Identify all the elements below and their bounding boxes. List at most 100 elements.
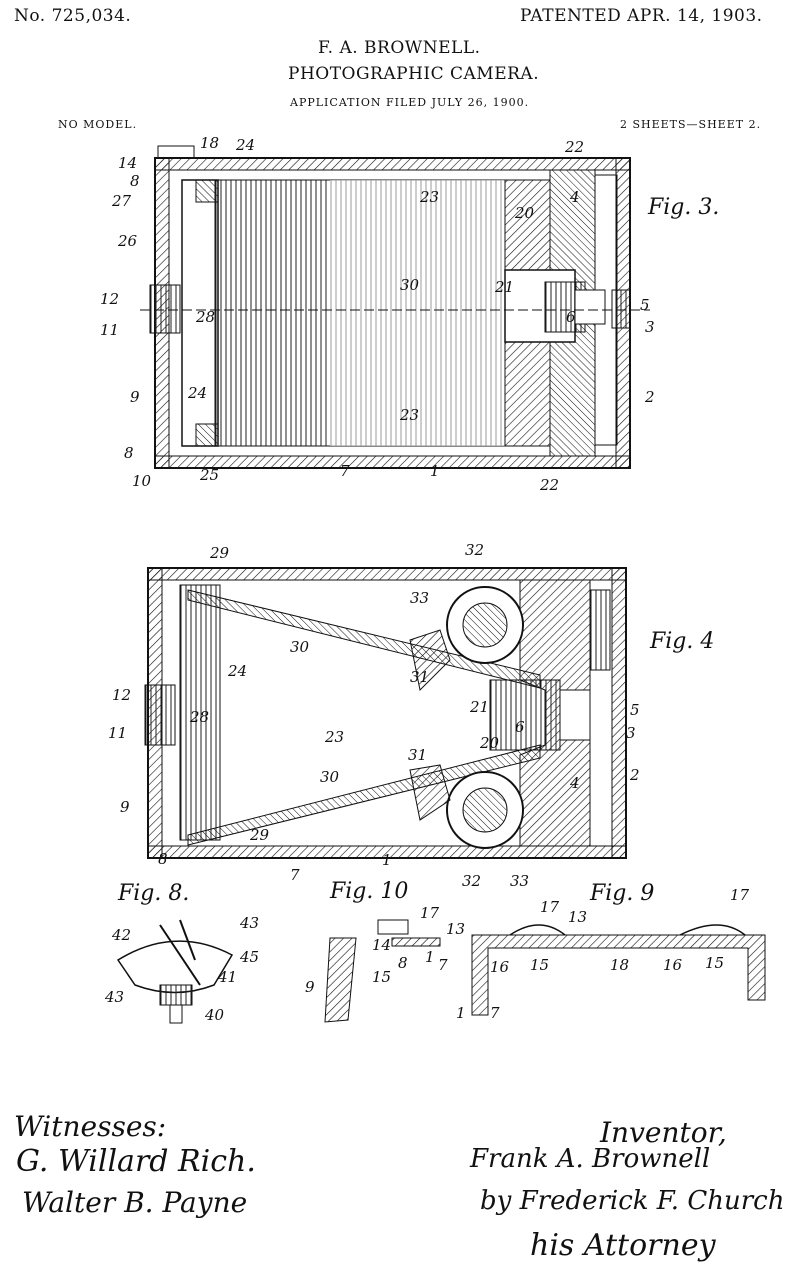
svg-text:31: 31 (410, 668, 429, 686)
svg-text:23: 23 (419, 188, 439, 206)
figure-8-drawing: 42 43 45 41 43 40 (104, 914, 259, 1024)
svg-text:33: 33 (410, 589, 429, 607)
attorney-signature: by Frederick F. Church (480, 1186, 785, 1216)
figure-10-label: Fig. 10 (329, 879, 408, 904)
witnesses-label: Witnesses: (14, 1110, 167, 1143)
svg-text:15: 15 (530, 956, 549, 974)
inventor-label: Inventor, (600, 1116, 727, 1149)
svg-text:30: 30 (320, 768, 340, 786)
svg-text:21: 21 (469, 698, 489, 716)
figure-8-label: Fig. 8. (117, 881, 189, 906)
svg-text:8: 8 (158, 850, 168, 868)
svg-text:20: 20 (479, 734, 500, 752)
svg-text:1: 1 (382, 851, 392, 869)
model-note: NO MODEL. (58, 118, 138, 131)
svg-text:45: 45 (239, 948, 259, 966)
svg-text:4: 4 (569, 188, 580, 206)
svg-text:7: 7 (490, 1004, 500, 1022)
svg-text:24: 24 (235, 136, 255, 154)
inventor-name: F. A. BROWNELL. (318, 38, 481, 58)
svg-text:17: 17 (420, 904, 440, 922)
figure-9-label: Fig. 9 (589, 881, 654, 906)
svg-text:11: 11 (108, 724, 127, 742)
application-date: APPLICATION FILED JULY 26, 1900. (290, 96, 530, 109)
svg-text:2: 2 (629, 766, 640, 784)
witness-signature-2: Walter B. Payne (22, 1186, 248, 1219)
svg-text:23: 23 (399, 406, 419, 424)
svg-text:29: 29 (209, 544, 230, 562)
figure-4-label: Fig. 4 (649, 629, 714, 654)
svg-text:16: 16 (490, 958, 510, 976)
svg-text:1: 1 (456, 1004, 466, 1022)
svg-text:9: 9 (120, 798, 130, 816)
svg-text:3: 3 (626, 724, 636, 742)
svg-text:12: 12 (112, 686, 131, 704)
svg-text:6: 6 (566, 308, 576, 326)
svg-text:8: 8 (130, 172, 140, 190)
svg-text:30: 30 (400, 276, 420, 294)
svg-text:1: 1 (425, 948, 435, 966)
witness-signature-1: G. Willard Rich. (16, 1144, 256, 1179)
svg-text:30: 30 (290, 638, 310, 656)
svg-text:5: 5 (640, 296, 650, 314)
svg-text:14: 14 (372, 936, 391, 954)
svg-text:10: 10 (132, 472, 152, 490)
svg-text:32: 32 (465, 541, 484, 559)
svg-text:28: 28 (195, 308, 215, 326)
inventor-signature: Frank A. Brownell (470, 1144, 711, 1174)
svg-text:31: 31 (408, 746, 427, 764)
svg-text:16: 16 (663, 956, 683, 974)
svg-text:8: 8 (398, 954, 408, 972)
svg-text:13: 13 (568, 908, 587, 926)
figure-3-label: Fig. 3. (647, 195, 719, 220)
svg-text:8: 8 (124, 444, 134, 462)
svg-text:26: 26 (117, 232, 138, 250)
svg-text:27: 27 (111, 192, 132, 210)
svg-text:41: 41 (217, 968, 237, 986)
patent-title: PHOTOGRAPHIC CAMERA. (288, 64, 540, 84)
svg-text:25: 25 (199, 466, 219, 484)
svg-text:43: 43 (104, 988, 124, 1006)
svg-text:7: 7 (340, 462, 350, 480)
svg-text:33: 33 (510, 872, 529, 890)
svg-text:20: 20 (514, 204, 535, 222)
svg-text:15: 15 (705, 954, 724, 972)
svg-text:29: 29 (249, 826, 270, 844)
figure-9-drawing: 17 13 17 16 15 18 16 15 1 7 (456, 886, 766, 1022)
svg-text:24: 24 (227, 662, 247, 680)
svg-text:5: 5 (630, 701, 640, 719)
svg-text:12: 12 (100, 290, 119, 308)
svg-text:2: 2 (644, 388, 655, 406)
svg-text:21: 21 (494, 278, 514, 296)
patent-number: No. 725,034. (14, 6, 132, 26)
svg-text:42: 42 (111, 926, 131, 944)
svg-text:9: 9 (130, 388, 140, 406)
patented-date: PATENTED APR. 14, 1903. (520, 6, 763, 26)
svg-text:32: 32 (462, 872, 481, 890)
figure-4-drawing: 29 32 33 30 24 31 12 28 11 21 6 23 20 31… (108, 541, 640, 890)
svg-text:22: 22 (539, 476, 559, 494)
svg-text:23: 23 (324, 728, 344, 746)
svg-text:3: 3 (645, 318, 655, 336)
svg-text:11: 11 (100, 321, 119, 339)
svg-text:40: 40 (204, 1006, 225, 1024)
svg-text:15: 15 (372, 968, 391, 986)
figure-3-drawing: 14 18 24 8 27 26 12 11 28 9 8 10 25 23 3… (100, 134, 655, 494)
svg-text:9: 9 (305, 978, 315, 996)
svg-text:18: 18 (610, 956, 629, 974)
figure-10-drawing: 9 14 15 8 17 13 1 7 (305, 904, 465, 1023)
svg-text:17: 17 (540, 898, 560, 916)
svg-text:14: 14 (118, 154, 137, 172)
svg-text:4: 4 (569, 774, 580, 792)
svg-text:7: 7 (438, 956, 448, 974)
svg-text:1: 1 (430, 462, 440, 480)
svg-text:24: 24 (187, 384, 207, 402)
svg-text:28: 28 (189, 708, 209, 726)
svg-text:13: 13 (446, 920, 465, 938)
svg-text:6: 6 (515, 718, 525, 736)
svg-text:22: 22 (564, 138, 584, 156)
svg-text:18: 18 (200, 134, 219, 152)
svg-text:7: 7 (290, 866, 300, 884)
attorney-label: his Attorney (530, 1228, 716, 1263)
